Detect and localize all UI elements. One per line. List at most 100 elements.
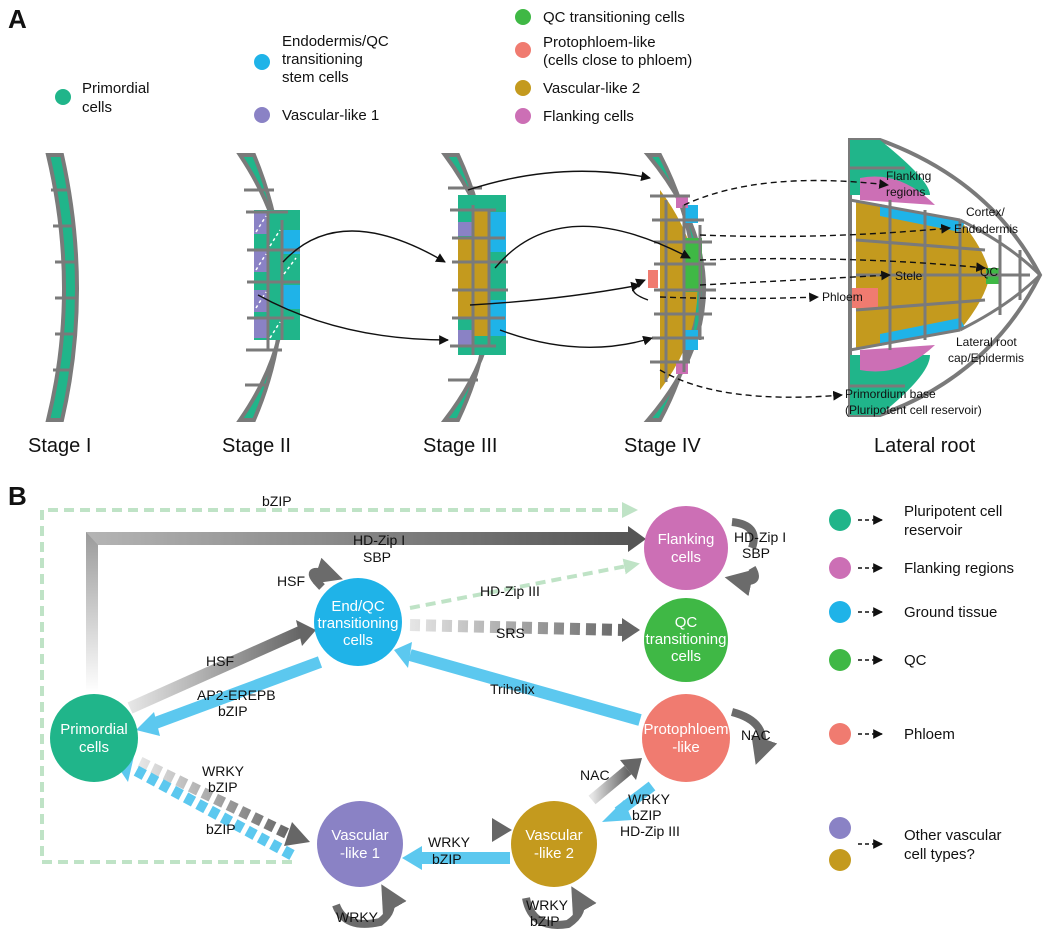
legend-b-label-ground: Ground tissue — [904, 604, 997, 621]
stage-label-3: Stage III — [423, 435, 498, 457]
panel-b-label: B — [8, 481, 27, 511]
edge-label-sbp: SBP — [363, 549, 391, 565]
edge-label-wrky-v1v2: WRKY — [428, 834, 471, 850]
lateral-root — [848, 138, 1043, 417]
legend-b-label-pluripotent-1: Pluripotent cell — [904, 503, 1002, 520]
v2-to-proto-arrowhead — [620, 758, 642, 780]
stage-transition-arrows — [257, 170, 691, 348]
legend-proto-dot — [515, 42, 531, 58]
node-v1-label-2: -like 1 — [340, 845, 380, 862]
node-v2-label-2: -like 2 — [534, 845, 574, 862]
legend-qc-label: QC transitioning cells — [543, 9, 685, 26]
edge-label-bzip-v2p: bZIP — [206, 821, 236, 837]
edge-label-nac-self: NAC — [741, 727, 771, 743]
root-label-phloem: Phloem — [822, 290, 863, 304]
edge-label-srs: SRS — [496, 625, 525, 641]
stage-label-root: Lateral root — [874, 435, 976, 457]
edge-label-flank-self-2: SBP — [742, 545, 770, 561]
root-label-cortex-1: Cortex/ — [966, 205, 1005, 219]
edge-label-nac: NAC — [580, 767, 610, 783]
legend-primordial-label-2: cells — [82, 99, 112, 116]
node-flanking-label-1: Flanking — [658, 531, 715, 548]
endqc-to-primordial-arrowhead — [136, 712, 160, 736]
edge-label-hdzip3: HD-Zip III — [480, 583, 540, 599]
bzip-loop-arrow — [40, 502, 638, 864]
trihelix-arrow — [408, 649, 642, 726]
stage-1-primordium — [45, 153, 79, 422]
legend-proto-label-2: (cells close to phloem) — [543, 52, 692, 69]
v1-to-v2-arrowhead — [492, 818, 512, 842]
node-protophloem: Protophloem -like — [642, 694, 730, 782]
node-qc-label-2: transitioning — [646, 631, 727, 648]
legend-qc-dot — [515, 9, 531, 25]
legend-vasc1-dot — [254, 107, 270, 123]
node-primordial-label-2: cells — [79, 739, 109, 756]
node-endqc: End/QC transitioning cells — [314, 578, 402, 666]
edge-label-bzip-p2v: bZIP — [208, 779, 238, 795]
legend-b-label-flanking: Flanking regions — [904, 560, 1014, 577]
legend-b-label-pluripotent-2: reservoir — [904, 522, 962, 539]
node-v1-label-1: Vascular — [331, 827, 388, 844]
legend-b-dot-qc — [829, 649, 851, 671]
node-qc: QC transitioning cells — [644, 598, 728, 682]
legend-flank-label: Flanking cells — [543, 108, 634, 125]
node-proto-label-2: -like — [672, 739, 700, 756]
legend-endo-label-2: transitioning — [282, 51, 363, 68]
legend-b-label-other-1: Other vascular — [904, 827, 1002, 844]
root-label-flank-2: regions — [886, 185, 925, 199]
endqc-to-qc-arrowhead — [622, 618, 640, 642]
edge-label-ap2: AP2-EREPB — [197, 687, 276, 703]
node-vascular-1: Vascular -like 1 — [317, 801, 403, 887]
legend-endo-label-3: stem cells — [282, 69, 349, 86]
legend-vasc2-label: Vascular-like 2 — [543, 80, 640, 97]
edge-label-wrky-v1self: WRKY — [336, 909, 379, 925]
root-label-stele: Stele — [895, 269, 923, 283]
root-label-qc: QC — [980, 265, 998, 279]
legend-vasc2-dot — [515, 80, 531, 96]
edge-label-wrky-v2self-2: bZIP — [530, 913, 560, 929]
node-primordial-label-1: Primordial — [60, 721, 128, 738]
endqc-self-loop — [308, 557, 343, 590]
edge-label-flank-self-1: HD-Zip I — [734, 529, 786, 545]
stage-label-1: Stage I — [28, 435, 91, 457]
legend-b-dot-vascular-2 — [829, 849, 851, 871]
v2-to-proto-arrow — [588, 765, 632, 805]
flank-self-loop-bottom — [724, 565, 759, 597]
stage-2-primordium — [236, 153, 300, 422]
edge-label-trihelix: Trihelix — [490, 681, 535, 697]
stage4-to-root-arrows — [659, 179, 986, 401]
legend-b-dot-ground — [829, 601, 851, 623]
node-flanking-label-2: cells — [671, 549, 701, 566]
edge-label-wrky-v2self-1: WRKY — [526, 897, 569, 913]
edge-label-hsf-self: HSF — [277, 573, 305, 589]
legend-b-label-phloem: Phloem — [904, 726, 955, 743]
legend-b-dot-flanking — [829, 557, 851, 579]
node-qc-label-3: cells — [671, 648, 701, 665]
v1-self-loop — [332, 884, 407, 928]
legend-b-label-other-2: cell types? — [904, 846, 975, 863]
legend-b-dot-vascular-1 — [829, 817, 851, 839]
node-v2-label-1: Vascular — [525, 827, 582, 844]
legend-b-label-qc: QC — [904, 652, 927, 669]
stage-label-4: Stage IV — [624, 435, 701, 457]
legend-b-dot-pluripotent — [829, 509, 851, 531]
proto-to-v2-arrowhead — [602, 800, 632, 822]
panel-a-label: A — [8, 4, 27, 34]
node-endqc-label-3: cells — [343, 632, 373, 649]
root-label-cap-1: Lateral root — [956, 335, 1017, 349]
v2-self-loop — [522, 886, 597, 929]
endqc-to-primordial-arrow — [147, 656, 323, 731]
legend-proto-label-1: Protophloem-like — [543, 34, 656, 51]
node-endqc-label-1: End/QC — [331, 598, 385, 615]
primordial-to-endqc-arrowhead — [296, 620, 316, 646]
root-label-base-2: (Pluripotent cell reservoir) — [845, 403, 982, 417]
node-flanking: Flanking cells — [644, 506, 728, 590]
edge-label-bzip-ap2: bZIP — [218, 703, 248, 719]
edge-label-bzip-v2v1: bZIP — [432, 851, 462, 867]
node-proto-label-1: Protophloem — [643, 721, 728, 738]
legend-primordial-dot — [55, 89, 71, 105]
v1-to-primordial-arrow — [132, 765, 295, 860]
edge-label-wrky-v2p-1: WRKY — [628, 791, 671, 807]
legend-b: Pluripotent cell reservoir Flanking regi… — [829, 503, 1014, 871]
primordial-to-endqc-arrow — [127, 626, 303, 714]
